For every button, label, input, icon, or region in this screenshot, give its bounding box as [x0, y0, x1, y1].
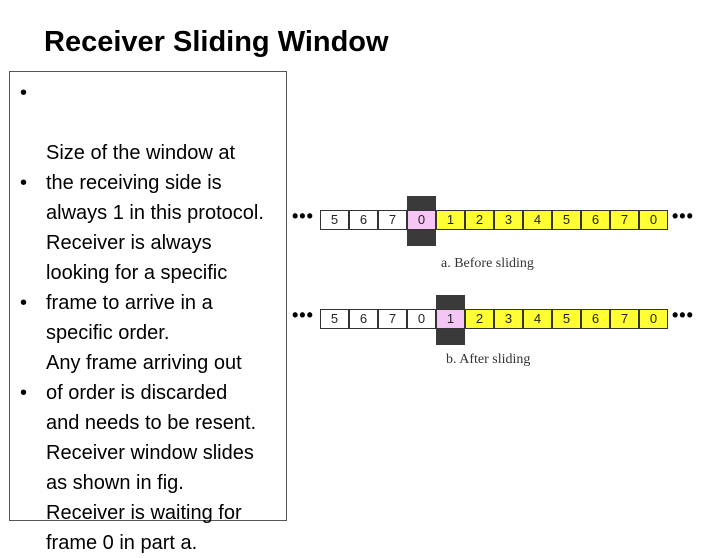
bullet-text: Receiver is always looking for a specifi…: [46, 232, 228, 344]
frame-cell: 0: [639, 210, 668, 230]
frame-cell: 2: [465, 309, 494, 329]
frame-cell: 6: [349, 309, 378, 329]
frame-cell: 6: [581, 210, 610, 230]
frame-cell: 2: [465, 210, 494, 230]
frame-cell: 3: [494, 309, 523, 329]
ellipsis-left-a: •••: [292, 206, 314, 226]
frame-cell: 0: [407, 210, 436, 230]
frame-cell: 7: [378, 210, 407, 230]
bullet-item: • Any frame arriving out of order is dis…: [20, 288, 296, 438]
frame-cell: 5: [552, 309, 581, 329]
frame-cell: 0: [639, 309, 668, 329]
frame-cell: 3: [494, 210, 523, 230]
frame-cell: 0: [407, 309, 436, 329]
frame-cell: 1: [436, 210, 465, 230]
bullet-item: • Receiver is always looking for a speci…: [20, 168, 296, 348]
bullet-item: • Receiver window slides as shown in fig…: [20, 378, 296, 558]
bullet-text: Any frame arriving out of order is disca…: [46, 352, 257, 434]
frame-cell: 4: [523, 309, 552, 329]
caption-after-sliding: b. After sliding: [446, 352, 531, 367]
frame-cell: 5: [320, 210, 349, 230]
bullet-text: Size of the window at the receiving side…: [46, 142, 264, 224]
frame-cell: 1: [436, 309, 465, 329]
bullet-text-box: • Size of the window at the receiving si…: [9, 71, 287, 554]
frame-cell: 5: [320, 309, 349, 329]
frame-cell: 4: [523, 210, 552, 230]
ellipsis-right-a: •••: [672, 206, 694, 226]
ellipsis-left-b: •••: [292, 305, 314, 325]
frame-cell: 6: [581, 309, 610, 329]
slide-title: Receiver Sliding Window: [44, 26, 389, 58]
bullet-marker: •: [20, 292, 28, 314]
caption-before-sliding: a. Before sliding: [441, 256, 534, 271]
frame-cell: 6: [349, 210, 378, 230]
frame-cell: 7: [610, 210, 639, 230]
frame-cell: 7: [378, 309, 407, 329]
frame-cell: 7: [610, 309, 639, 329]
ellipsis-right-b: •••: [672, 305, 694, 325]
bullet-marker: •: [20, 172, 28, 194]
frame-cell: 5: [552, 210, 581, 230]
bullet-item: • Size of the window at the receiving si…: [20, 78, 296, 228]
bullet-text: Receiver window slides as shown in fig. …: [46, 442, 254, 554]
bullet-marker: •: [20, 382, 28, 404]
bullet-marker: •: [20, 82, 28, 104]
